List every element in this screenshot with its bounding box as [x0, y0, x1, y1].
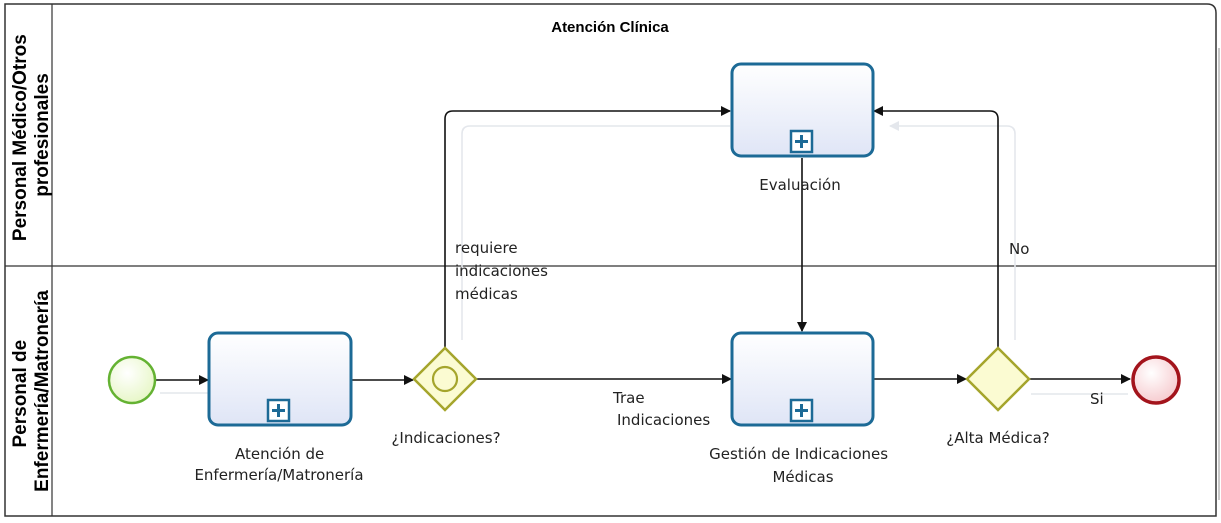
lane-enfermeria: Personal de Enfermería/Matronería — [10, 290, 53, 492]
flow-requiere-indicaciones — [444, 106, 731, 349]
task-gestion[interactable]: Gestión de Indicaciones Médicas — [709, 331, 893, 486]
lane-medico: Personal Médico/Otros profesionales — [10, 29, 53, 241]
flow-label-trae: Trae Indicaciones — [612, 389, 710, 429]
gateway-alta-label: ¿Alta Médica? — [946, 429, 1050, 447]
task-atencion[interactable]: Atención de Enfermería/Matronería — [194, 331, 364, 484]
lane-label-enfermeria: Personal de Enfermería/Matronería — [10, 290, 53, 492]
start-event[interactable] — [107, 355, 157, 405]
sequence-flows — [156, 106, 1131, 385]
task-evaluacion[interactable]: Evaluación — [730, 62, 875, 194]
flow-shadows — [160, 121, 1128, 395]
flow-no — [873, 106, 999, 348]
end-event[interactable] — [1131, 355, 1181, 405]
event-circle-icon — [431, 365, 459, 393]
gateway-alta[interactable]: ¿Alta Médica? — [946, 346, 1050, 447]
subprocess-plus-icon — [266, 398, 291, 423]
subprocess-plus-icon — [789, 129, 814, 154]
lane-label-medico: Personal Médico/Otros profesionales — [10, 29, 53, 241]
flow-label-si: Si — [1090, 390, 1104, 408]
gateway-indicaciones-label: ¿Indicaciones? — [391, 429, 500, 447]
pool-title: Atención Clínica — [551, 19, 669, 36]
task-evaluacion-label: Evaluación — [759, 176, 841, 194]
flow-label-no: No — [1009, 240, 1029, 258]
gateway-indicaciones[interactable]: ¿Indicaciones? — [391, 346, 501, 447]
task-atencion-label: Atención de Enfermería/Matronería — [194, 445, 363, 484]
flow-label-requiere: requiere indicaciones médicas — [455, 239, 553, 303]
task-gestion-label: Gestión de Indicaciones Médicas — [709, 445, 893, 486]
subprocess-plus-icon — [789, 398, 814, 423]
